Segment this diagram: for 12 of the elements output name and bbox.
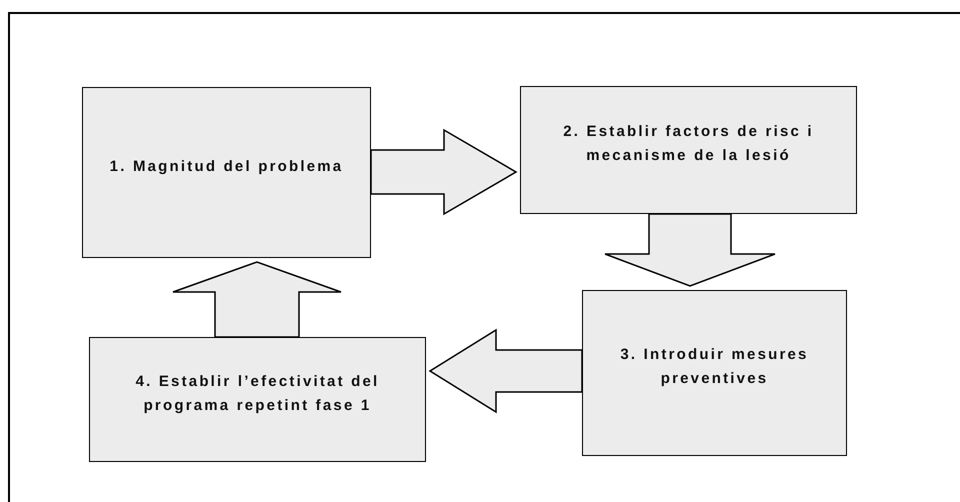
step-text: 2. Establir factors de risc i mecanisme de la lesió <box>562 122 815 166</box>
block-arrow <box>172 261 342 338</box>
block-arrow <box>604 213 776 287</box>
step-text: 1. Magnitud del problema <box>110 156 344 176</box>
process-box <box>82 87 371 258</box>
process-box <box>520 86 857 214</box>
process-box <box>582 290 847 456</box>
block-arrow <box>370 128 518 216</box>
step-text: 4. Establir l’efectivitat del programa repetint fase 1 <box>134 372 380 416</box>
step-text: 3. Introduir mesures preventives <box>619 345 810 389</box>
block-arrow <box>428 328 583 414</box>
process-box <box>89 337 426 462</box>
